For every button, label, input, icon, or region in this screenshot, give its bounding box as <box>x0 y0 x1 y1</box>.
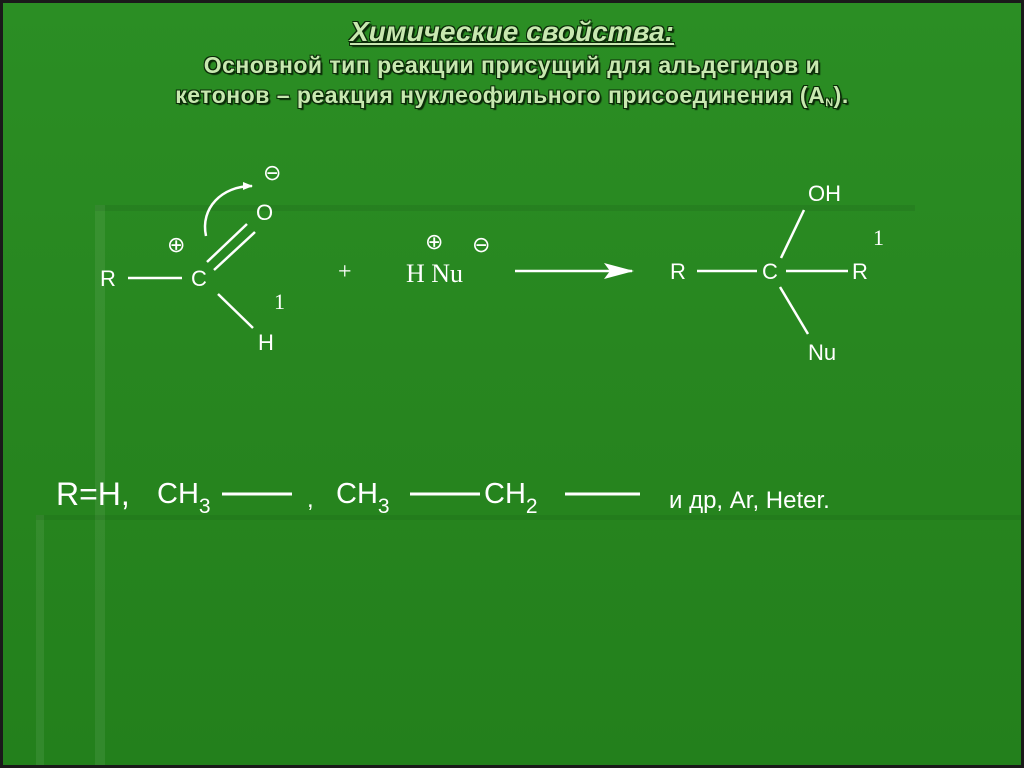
example-lead: R=H, <box>56 476 130 512</box>
bond-c-o-1 <box>206 223 248 263</box>
ch3-b-text: CH <box>336 478 378 510</box>
slide-title: Химические свойства: <box>350 16 674 47</box>
decor-band <box>36 515 1024 520</box>
ch3-a-text: CH <box>157 478 199 510</box>
ch2-text: CH <box>484 478 526 510</box>
oxygen-minus-charge: ⊖ <box>263 160 281 185</box>
ch2-subscript: 2 <box>525 495 538 518</box>
ch3-b-subscript: 3 <box>377 495 390 518</box>
decor-band <box>36 515 44 768</box>
electron-shift-arrow <box>203 182 253 237</box>
bond-c-o-2 <box>213 231 256 271</box>
subtitle-subscript: N <box>825 97 834 109</box>
slide-subtitle-line1: Основной тип реакции присущий для альдег… <box>203 52 821 78</box>
product-nu-label: Nu <box>808 340 836 365</box>
reagent-plus-charge: ⊕ <box>425 229 443 254</box>
carbon-plus-charge: ⊕ <box>167 232 185 257</box>
example-comma: , <box>307 486 314 513</box>
decor-band <box>95 205 915 211</box>
product-one-label: 1 <box>873 225 884 250</box>
product-r-left-label: R <box>670 259 686 284</box>
subtitle-end: ). <box>833 82 849 108</box>
bond-c-h <box>217 293 254 329</box>
slide-title-block: Химические свойства: Основной тип реакци… <box>0 14 1024 118</box>
ch3-a-subscript: 3 <box>198 495 211 518</box>
example-ch3-a: CH3 <box>157 478 211 518</box>
product-c-label: C <box>762 259 778 284</box>
reactant-h-label: H <box>258 330 274 355</box>
example-ch2: CH2 <box>484 478 538 518</box>
example-ch3-b: CH3 <box>336 478 390 518</box>
bond-c-oh <box>779 209 806 259</box>
plus-sign: + <box>338 259 352 285</box>
decor-band <box>95 205 105 768</box>
reactant-r-label: R <box>100 266 116 291</box>
reactant-c-label: C <box>191 266 207 291</box>
reagent-formula: H Nu <box>406 259 463 288</box>
reactant-o-label: O <box>256 200 273 225</box>
reactant-one-label: 1 <box>274 289 285 314</box>
slide-subtitle-line2: кетонов – реакция нуклеофильного присоед… <box>0 80 1024 118</box>
product-oh-label: OH <box>808 181 841 206</box>
bond-c-nu <box>778 286 810 335</box>
reagent-minus-charge: ⊖ <box>472 232 490 257</box>
subtitle-text: кетонов – реакция нуклеофильного присоед… <box>175 82 826 108</box>
product-r-right-label: R <box>852 259 868 284</box>
example-tail: и др, Ar, Heter. <box>669 487 830 514</box>
